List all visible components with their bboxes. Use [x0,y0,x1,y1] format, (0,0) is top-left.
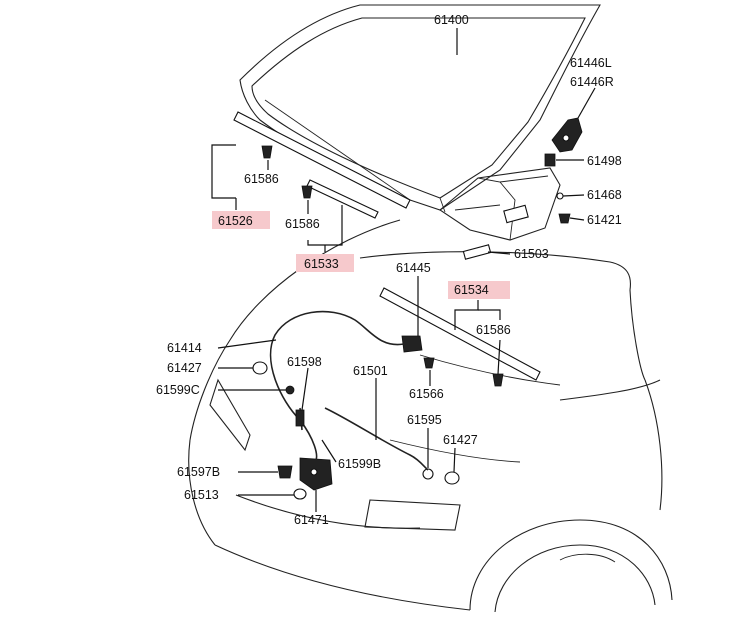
label-61468: 61468 [587,188,622,202]
bumper-61498 [544,153,556,167]
leader-lines [211,28,596,512]
release-cable-61414 [269,310,405,461]
clip-61586-a [261,145,273,159]
label-61534: 61534 [454,283,489,297]
label-61498: 61498 [587,154,622,168]
clip-61586-c [492,373,504,387]
weatherstrip-61534 [379,287,541,381]
label-61586-c: 61586 [476,323,511,337]
label-61597B: 61597B [177,465,220,479]
label-61471: 61471 [294,513,329,527]
label-61513: 61513 [184,488,219,502]
clip-61421 [558,213,571,224]
weatherstrip-61533 [306,179,379,219]
label-61598: 61598 [287,355,322,369]
grommet-61427-a [252,361,268,375]
label-61501: 61501 [353,364,388,378]
label-61526: 61526 [218,214,253,228]
bolt-61566 [423,357,435,369]
label-61533: 61533 [304,257,339,271]
seal-61503 [462,244,492,260]
hood-stay-61468 [556,192,564,200]
label-61586-b: 61586 [285,217,320,231]
label-61427-a: 61427 [167,361,202,375]
label-61599C: 61599C [156,383,200,397]
hood-panel [239,4,601,241]
clip-61599C [285,385,295,395]
label-61566: 61566 [409,387,444,401]
clamp-61595 [422,468,434,480]
label-61595: 61595 [407,413,442,427]
label-61446R: 61446R [570,75,614,89]
lock-release-61445 [401,335,423,353]
label-61427-b: 61427 [443,433,478,447]
label-61503: 61503 [514,247,549,261]
bolt-61597B [277,465,293,479]
highlight-61533 [296,254,354,272]
cable-61598 [295,407,305,431]
label-61445: 61445 [396,261,431,275]
cable-61501 [324,407,429,471]
hood-lock-61471 [299,457,333,491]
label-61586-a: 61586 [244,172,279,186]
nut-61513 [293,488,307,500]
grommet-61427-b [444,471,460,485]
clip-61586-b [301,185,313,199]
hinge-61446 [551,117,583,153]
label-61421: 61421 [587,213,622,227]
label-61446L: 61446L [570,56,612,70]
label-61414: 61414 [167,341,202,355]
highlight-61534 [448,281,510,299]
label-61400: 61400 [434,13,469,27]
highlight-61526 [212,211,270,229]
weatherstrip-61526 [233,111,411,209]
label-61599B: 61599B [338,457,381,471]
